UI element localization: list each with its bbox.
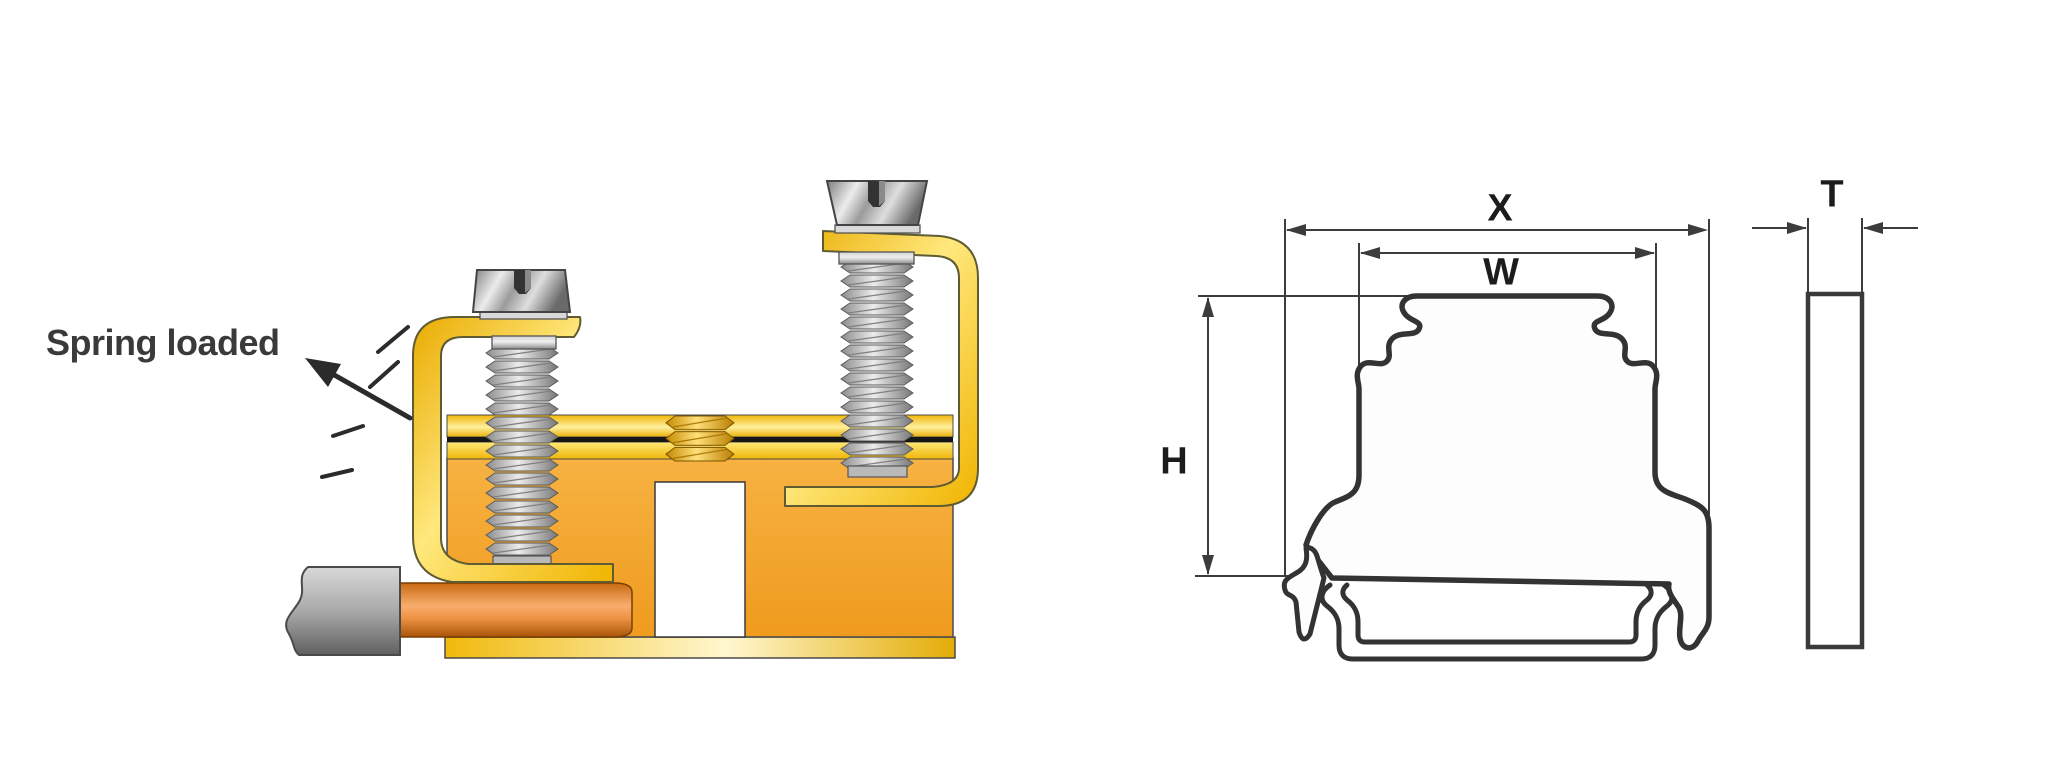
- annotation-arrow-line: [319, 365, 413, 421]
- left-spring-clamp: [412, 316, 614, 583]
- spring-tick-1: [376, 325, 410, 354]
- arrowhead-h-bottom-icon: [1202, 555, 1214, 575]
- brass-threaded-insert: [662, 415, 738, 462]
- left-screw-collar: [491, 335, 557, 350]
- wire-assembly: [285, 566, 633, 656]
- channel-outer-wall: [1319, 582, 1675, 662]
- screw-heads: [471, 180, 929, 350]
- dimension-label-w: W: [1483, 251, 1519, 294]
- arrowhead-t-right-icon: [1863, 222, 1883, 234]
- left-screw-slot-highlight: [525, 270, 531, 293]
- right-screw-washer: [834, 224, 921, 234]
- body-base-plate: [444, 636, 956, 659]
- rail-clip-claw: [1281, 545, 1327, 642]
- right-screw-tip: [847, 465, 908, 478]
- body-slot: [654, 481, 746, 638]
- spring-tick-3: [331, 424, 365, 438]
- spring-tick-2: [368, 360, 400, 389]
- screw-shafts: [481, 260, 918, 568]
- spring-tick-4: [320, 468, 354, 479]
- channel-inner-wall: [1340, 582, 1654, 645]
- arrowhead-t-left-icon: [1787, 222, 1807, 234]
- arrowhead-w-right-icon: [1635, 247, 1655, 259]
- dimension-arrowheads: [1202, 222, 1883, 575]
- dimension-label-x: X: [1487, 187, 1513, 230]
- right-screw-collar: [838, 251, 915, 265]
- arrowhead-h-top-icon: [1202, 297, 1214, 317]
- dimension-label-t: T: [1820, 173, 1844, 216]
- cross-section-profile: [1303, 293, 1712, 651]
- cable-insulation: [285, 566, 401, 656]
- right-screw-thread: [836, 260, 918, 468]
- spring-annotation-graphics: [305, 325, 413, 479]
- arrowhead-x-right-icon: [1688, 224, 1708, 236]
- side-view-thickness: [1805, 291, 1865, 650]
- spring-loaded-label: Spring loaded: [46, 322, 280, 363]
- arrowhead-x-left-icon: [1286, 224, 1306, 236]
- arrowhead-w-left-icon: [1360, 247, 1380, 259]
- dimension-drawing: [1195, 218, 1918, 662]
- terminal-cutaway-illustration: [285, 180, 979, 659]
- right-spring-clamp: [784, 230, 979, 507]
- right-screw-slot-highlight: [879, 181, 885, 206]
- din-rail-channel: [1319, 582, 1675, 662]
- dimension-label-h: H: [1160, 440, 1188, 483]
- annotation-arrow-head-icon: [305, 358, 341, 387]
- spring-clamps: [412, 230, 979, 583]
- copper-conductor: [399, 582, 633, 638]
- left-screw-thread: [481, 346, 563, 558]
